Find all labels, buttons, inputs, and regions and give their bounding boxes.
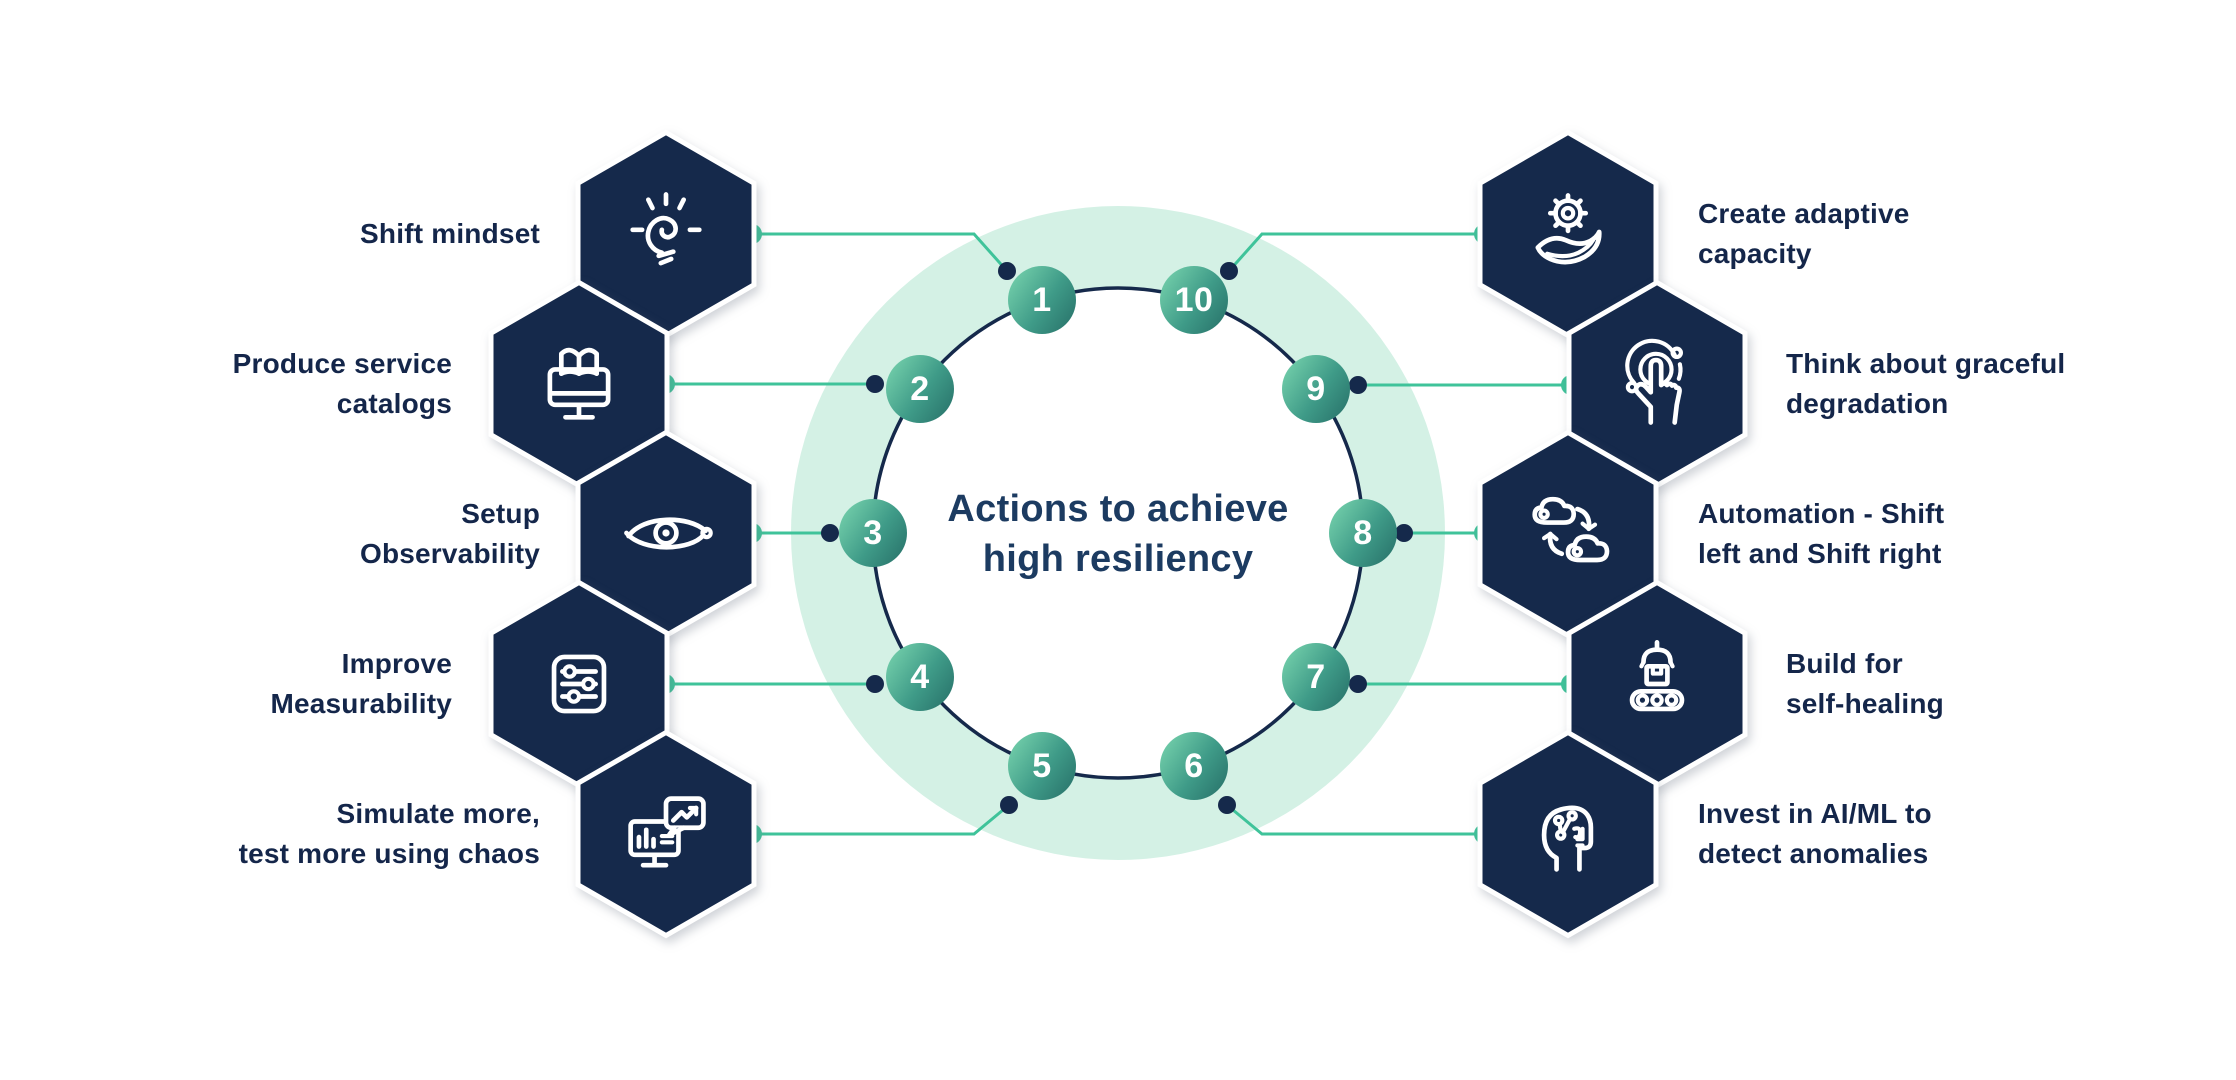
eye-icon xyxy=(624,517,713,550)
step-circle-1: 1 xyxy=(1008,266,1076,334)
step-circle-5: 5 xyxy=(1008,732,1076,800)
lightbulb-doodle-icon xyxy=(630,192,702,266)
navy-endpoint-dots xyxy=(821,262,1413,814)
step-circle-8: 8 xyxy=(1329,499,1397,567)
title-line-1: Actions to achieve xyxy=(947,488,1289,530)
hexagon-automation-shift xyxy=(1470,424,1666,644)
step-circle-7: 7 xyxy=(1282,643,1350,711)
sliders-icon xyxy=(551,654,607,714)
conveyor-claw-icon xyxy=(1629,640,1685,712)
step-circle-6: 6 xyxy=(1160,732,1228,800)
hexagon-chaos-testing xyxy=(568,724,764,944)
hexagon-self-healing xyxy=(1559,574,1755,794)
hexagon-observability xyxy=(568,424,764,644)
title-line-2: high resiliency xyxy=(982,538,1254,580)
center-title: Actions to achieve high resiliency xyxy=(818,484,1418,584)
step-circle-9: 9 xyxy=(1282,355,1350,423)
clouds-sync-icon xyxy=(1532,496,1610,563)
monitor-chart-bubble-icon xyxy=(628,796,706,868)
step-circle-10: 10 xyxy=(1160,266,1228,334)
label-chaos-testing: Simulate more,test more using chaos xyxy=(238,798,540,869)
ai-head-icon xyxy=(1541,805,1594,872)
touch-gesture-icon xyxy=(1625,338,1683,425)
hexagon-aiml-anomalies xyxy=(1470,724,1666,944)
step-circle-4: 4 xyxy=(886,643,954,711)
step-circle-3: 3 xyxy=(839,499,907,567)
book-on-monitor-icon xyxy=(547,347,611,420)
step-circle-2: 2 xyxy=(886,355,954,423)
gear-hand-icon xyxy=(1535,193,1602,265)
label-shift-mindset: Shift mindset xyxy=(360,218,540,249)
connector-lines xyxy=(665,232,1571,836)
